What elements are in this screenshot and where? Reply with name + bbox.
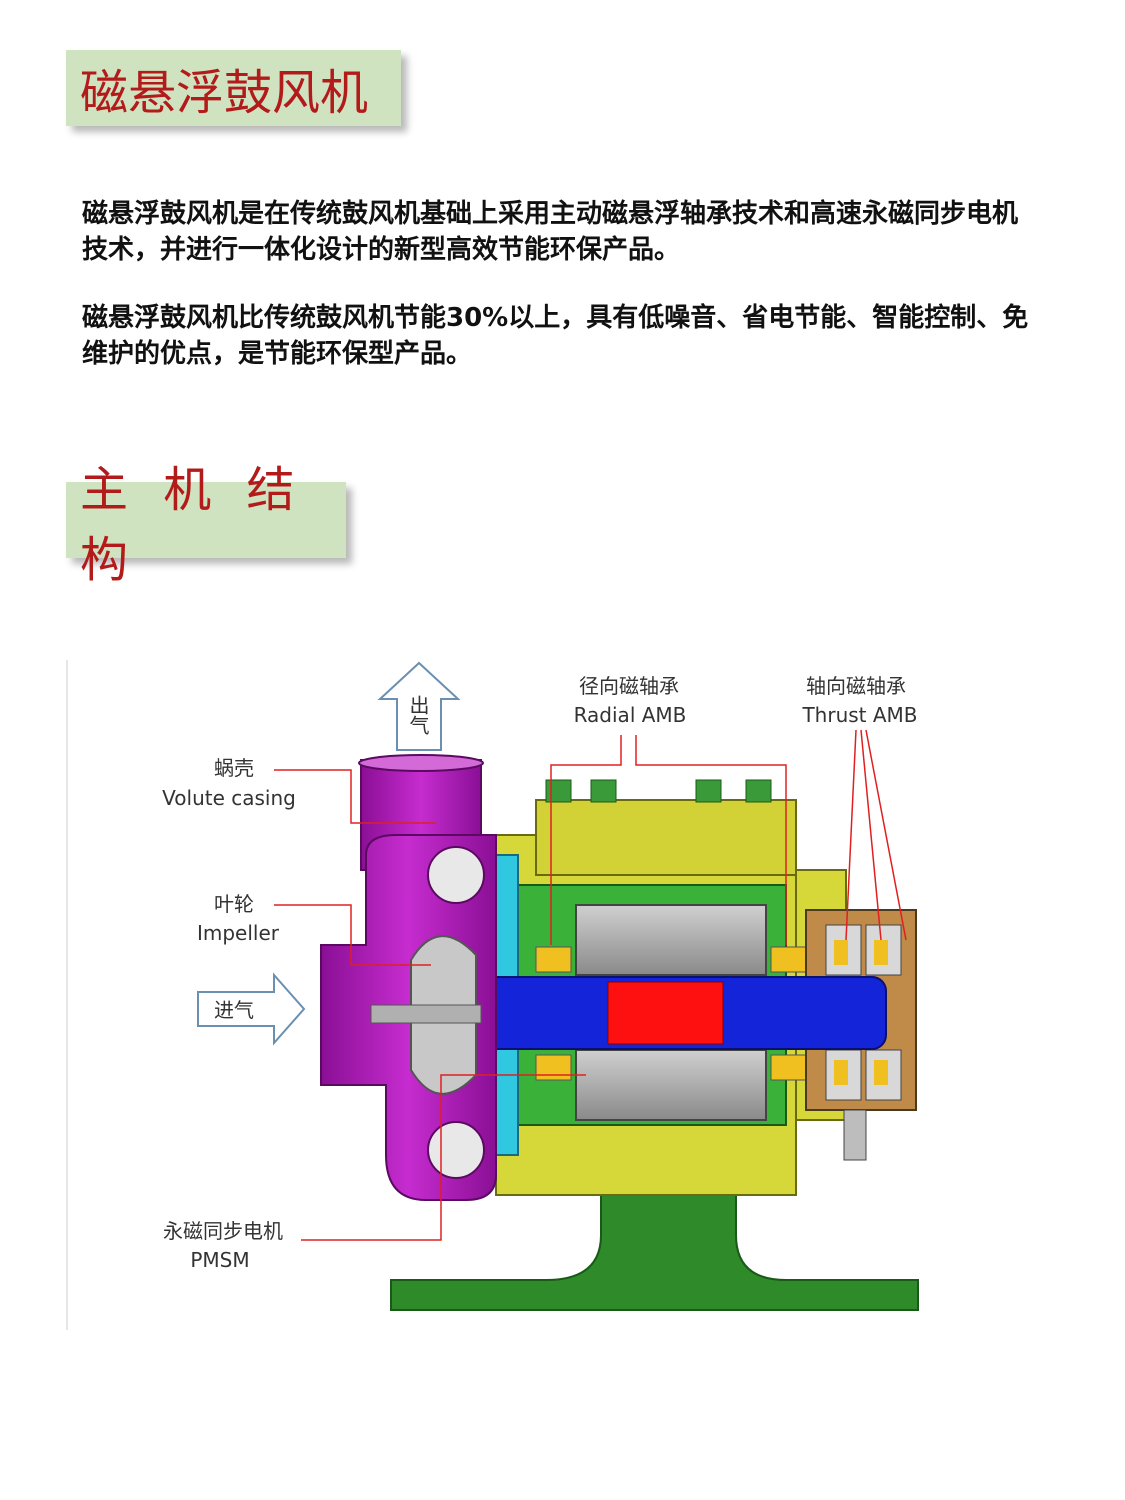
rotor-shaft (470, 976, 887, 1050)
pmsm-label-en: PMSM (190, 1248, 249, 1272)
thrust-amb-label-en: Thrust AMB (801, 703, 917, 727)
blower-structure-diagram: 出气 进气 (66, 660, 919, 1330)
outlet-label: 出气 (406, 695, 430, 735)
leader-lines (274, 729, 907, 1241)
radial-amb-label-zh: 径向磁轴承 (579, 674, 679, 698)
pmsm-label-zh: 永磁同步电机 (163, 1219, 283, 1243)
impeller-label-zh: 叶轮 (214, 892, 254, 916)
inlet-arrow-icon (197, 972, 306, 1046)
intro-paragraph: 磁悬浮鼓风机是在传统鼓风机基础上采用主动磁悬浮轴承技术和高速永磁同步电机技术，并… (82, 199, 1019, 265)
benefits-paragraph: 磁悬浮鼓风机比传统鼓风机节能30%以上，具有低噪音、省电节能、智能控制、免维护的… (82, 303, 1029, 369)
section-title-main-structure: 主 机 结 构 (66, 462, 346, 588)
section-title-maglev-blower: 磁悬浮鼓风机 (66, 50, 401, 126)
outlet-arrow-icon (377, 661, 461, 751)
radial-amb-label-en: Radial AMB (574, 703, 687, 727)
stator (575, 904, 767, 1121)
thrust-amb-label-zh: 轴向磁轴承 (806, 674, 906, 698)
radial-bearings (535, 946, 807, 1081)
volute-label-en: Volute casing (162, 786, 296, 810)
impeller-label-en: Impeller (197, 921, 280, 945)
inlet-label: 进气 (214, 998, 254, 1022)
volute-label-zh: 蜗壳 (214, 756, 254, 780)
